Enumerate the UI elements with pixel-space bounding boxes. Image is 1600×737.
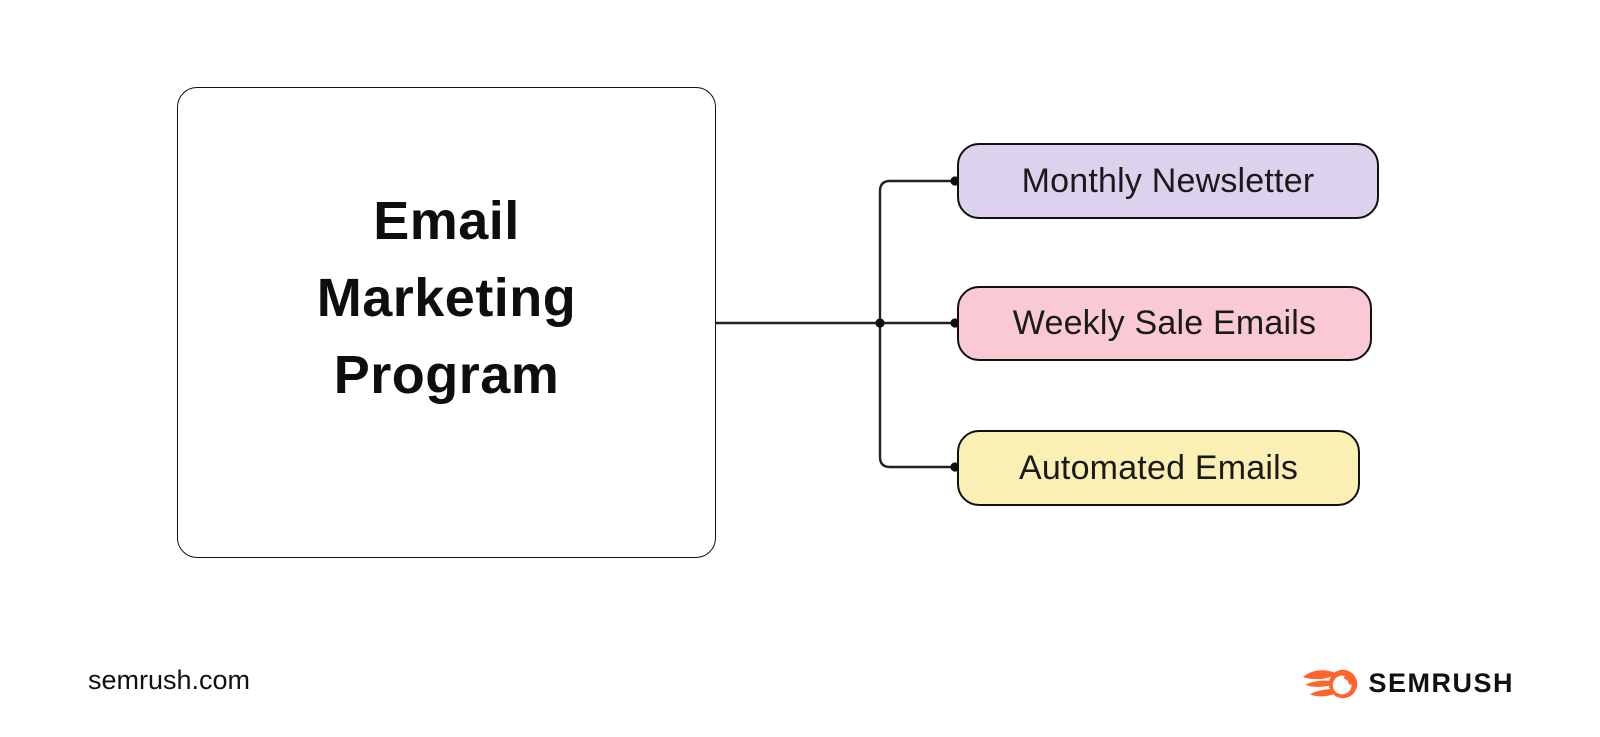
semrush-flame-icon: [1303, 669, 1358, 698]
child-node-label: Automated Emails: [1018, 448, 1299, 487]
semrush-logo: SEMRUSH: [1302, 668, 1514, 699]
root-node-email-marketing-program: Email Marketing Program: [177, 87, 716, 558]
junction-dot-trunk: [875, 318, 885, 328]
website-url: semrush.com: [88, 665, 251, 695]
child-node-automated-emails: Automated Emails: [957, 430, 1360, 506]
child-node-label: Monthly Newsletter: [1021, 161, 1315, 200]
child-node-monthly-newsletter: Monthly Newsletter: [957, 143, 1379, 219]
child-node-label: Weekly Sale Emails: [1012, 304, 1317, 342]
semrush-wordmark: SEMRUSH: [1368, 668, 1514, 698]
root-node-label: Email Marketing Program: [316, 191, 577, 405]
child-node-weekly-sale-emails: Weekly Sale Emails: [957, 286, 1372, 361]
